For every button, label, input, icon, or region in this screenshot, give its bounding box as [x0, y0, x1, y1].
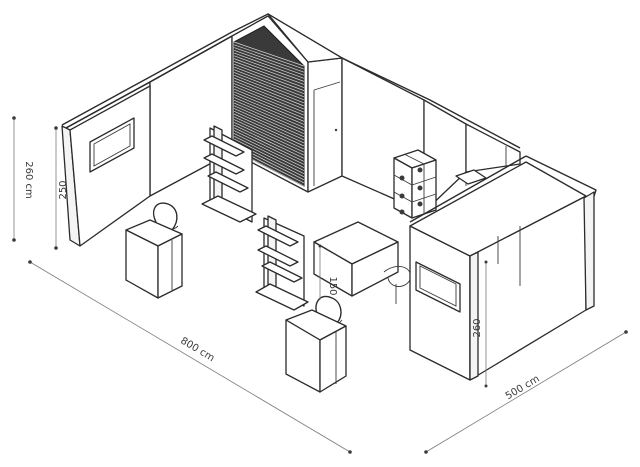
dimension-depth [424, 330, 628, 454]
slat-line [233, 83, 305, 113]
brochure-stand-2 [255, 215, 309, 311]
wall-monitor-left [89, 117, 135, 173]
slat-line [233, 133, 305, 168]
label-outer-height: 260 cm [23, 161, 34, 199]
slat-line [233, 102, 305, 135]
slat-line [233, 52, 305, 79]
slat-line [233, 77, 305, 107]
info-counter-1 [125, 219, 183, 299]
dimension-storage-height [484, 260, 488, 388]
label-storage-height: 260 [472, 318, 483, 337]
dimension-inner-height [54, 126, 58, 250]
slat-line [233, 80, 305, 110]
cube-shelf [393, 149, 437, 219]
info-counter-2 [285, 309, 347, 393]
wall-monitor-right [415, 261, 461, 313]
slat-line [233, 85, 305, 116]
slat-line [233, 113, 305, 147]
label-length: 800 cm [178, 335, 216, 364]
back-wall-right [341, 57, 521, 213]
slat-line [233, 108, 305, 141]
slat-line [233, 99, 305, 131]
slat-line [233, 135, 305, 171]
slat-line [233, 97, 305, 128]
slat-line [233, 58, 305, 85]
slat-line [233, 119, 305, 153]
brochure-stand-1 [201, 125, 257, 223]
dimension-outer-height [12, 116, 16, 242]
slat-line [233, 55, 305, 82]
slat-line [233, 74, 305, 104]
slatwall [231, 15, 309, 193]
slat-line [233, 41, 305, 67]
dimension-length [28, 260, 352, 454]
label-depth: 500 cm [504, 373, 542, 402]
slat-line [233, 110, 305, 144]
left-side-wall [61, 85, 151, 247]
slat-line [233, 91, 305, 122]
slat-line [233, 138, 305, 175]
storage-room [409, 155, 597, 381]
slat-line [233, 121, 305, 156]
slat-line [233, 130, 305, 165]
slat-line [233, 72, 305, 101]
label-inner-height: 250 [58, 180, 69, 199]
slat-line [233, 44, 305, 70]
slat-line [233, 116, 305, 150]
slat-line [233, 88, 305, 119]
slat-line [233, 66, 305, 95]
slat-line [233, 49, 305, 76]
slat-line [233, 61, 305, 88]
storage-door-tower [267, 13, 343, 193]
slat-line [233, 127, 305, 162]
slat-line [233, 63, 305, 91]
slat-line [233, 94, 305, 125]
slat-line [233, 47, 305, 73]
slat-line [233, 124, 305, 159]
dimension-counter-height [318, 244, 322, 300]
slat-line [233, 105, 305, 138]
slat-line [233, 69, 305, 98]
label-counter-height: 150 [327, 276, 338, 295]
